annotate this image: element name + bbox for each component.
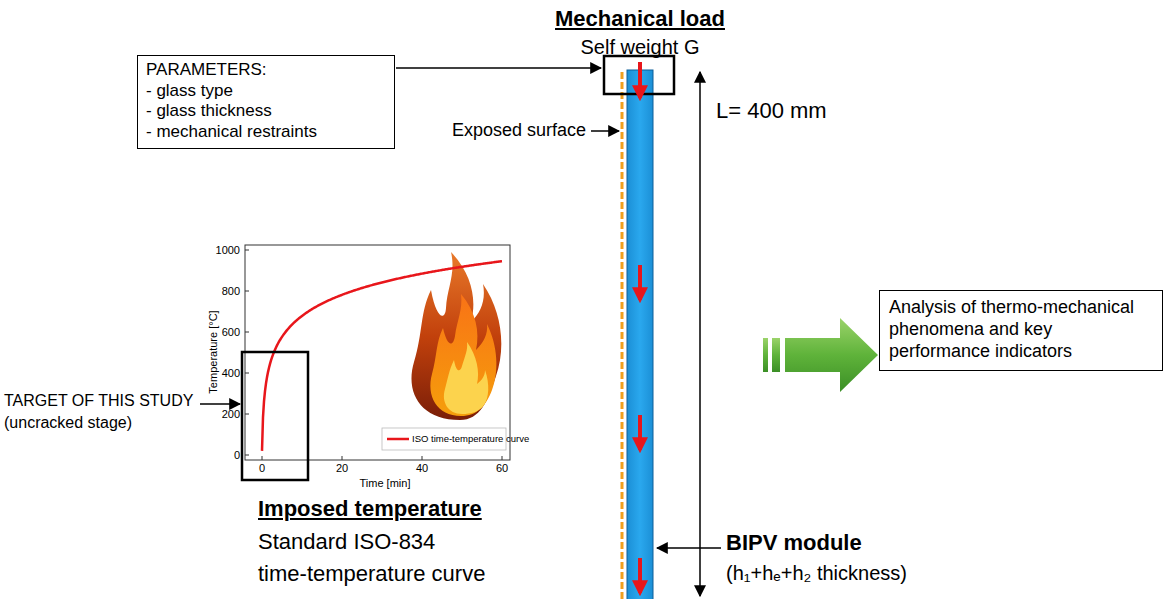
leader-line [657,547,721,549]
module-label: BIPV module [726,530,862,555]
legend-sample [387,438,409,441]
leader-line [200,403,240,405]
section-heading: Mechanical load [555,6,725,31]
load-label: Self weight G [581,36,700,59]
result-box: Analysis of thermo-mechanical phenomena … [879,290,1163,371]
axis-tick: 400 [222,367,240,380]
box-text: - glass thickness [146,101,386,122]
load-arrows [638,62,642,593]
box-text: - mechanical restraints [146,122,386,143]
axis-tick: 0 [259,462,265,475]
result-arrow [763,318,878,392]
axis-tick: 800 [222,285,240,298]
axis-title: Time [min] [360,477,411,490]
dimension-line [699,72,701,596]
section-text: Standard ISO-834 [258,529,435,554]
target-frame [242,352,308,480]
section-text: time-temperature curve [258,561,485,586]
box-text: Analysis of thermo-mechanical phenomena … [889,297,1151,363]
iso-curve [262,261,502,451]
flame-illustration [411,252,501,420]
axis-tick: 0 [234,449,240,462]
surface-label: Exposed surface [452,120,586,141]
axis-tick: 60 [496,462,508,475]
module-label: (h₁+hₑ+h₂ thickness) [726,562,907,585]
study-note: (uncracked stage) [4,414,132,432]
section-heading: Imposed temperature [258,496,482,521]
axis-tick: 1000 [216,244,240,257]
leader-line [591,130,619,132]
axis-tick: 600 [222,326,240,339]
exposed-surface-line [621,72,624,599]
parameters-box: PARAMETERS:- glass type- glass thickness… [137,55,395,149]
axis-title: Temperature [°C] [207,310,220,393]
bipv-module [627,70,653,599]
axis-tick: 200 [222,408,240,421]
box-heading: PARAMETERS: [146,60,386,81]
axis-tick: 40 [416,462,428,475]
dimension-label: L= 400 mm [716,98,827,123]
box-text: - glass type [146,81,386,102]
study-note: TARGET OF THIS STUDY [4,392,193,410]
axis-tick: 20 [336,462,348,475]
legend-text: ISO time-temperature curve [412,434,529,445]
leader-line [396,67,601,69]
